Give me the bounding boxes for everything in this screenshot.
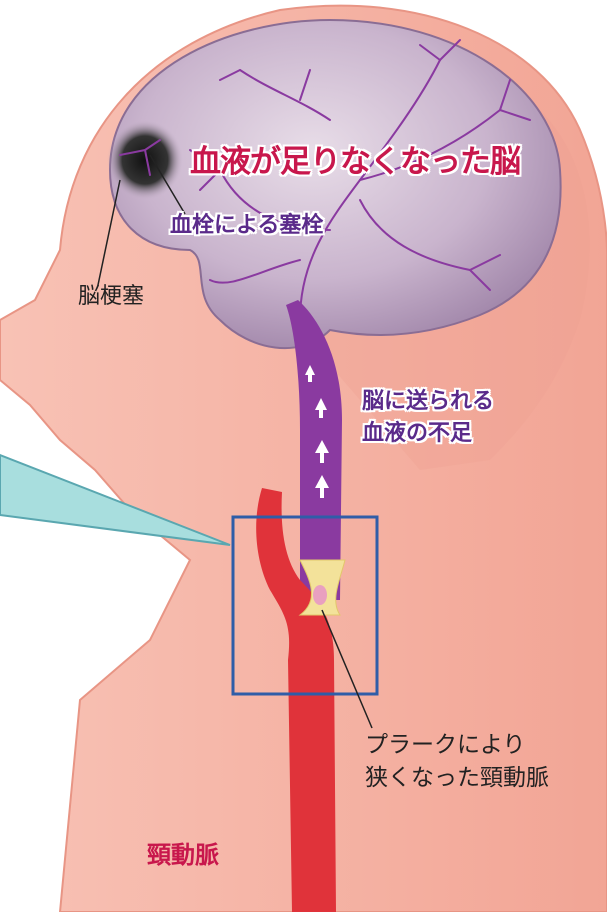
blood-shortage-label-line1: 脳に送られる — [362, 389, 494, 415]
brain-title-label: 血液が足りなくなった脳 — [190, 144, 520, 181]
carotid-label: 頸動脈 — [147, 841, 219, 870]
plaque-label-line1: プラークにより — [365, 732, 526, 760]
embolism-label: 血栓による塞栓 — [170, 213, 323, 239]
plaque-label-line2: 狭くなった頸動脈 — [365, 765, 549, 793]
blood-shortage-label-line2: 血液の不足 — [362, 421, 472, 447]
infarction-label: 脳梗塞 — [78, 284, 144, 310]
